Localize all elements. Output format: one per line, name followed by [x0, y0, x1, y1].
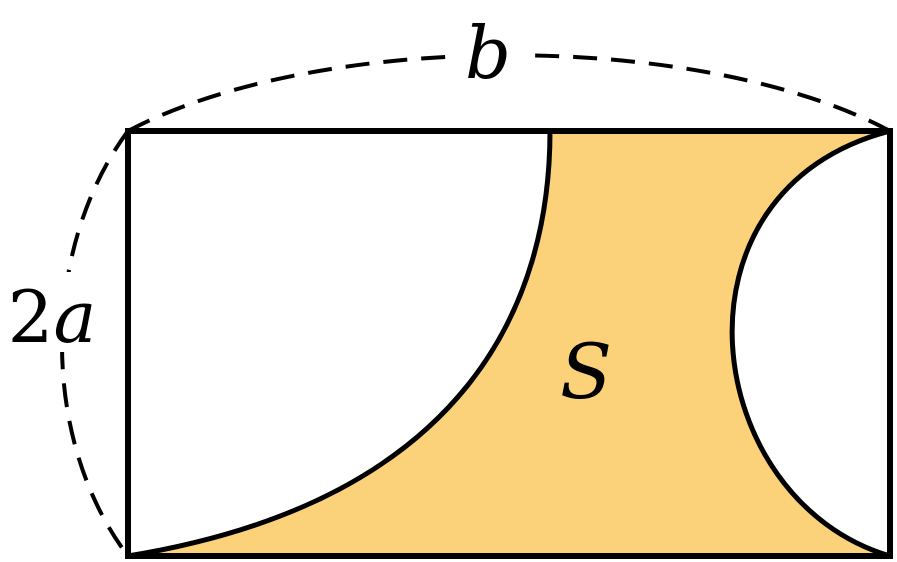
- height-dimension-arc: [60, 129, 130, 558]
- height-label: 2a: [8, 275, 97, 359]
- left-arc: [127, 130, 553, 559]
- width-label: b: [465, 11, 511, 95]
- height-label-variable: a: [53, 275, 96, 359]
- width-label-backdrop: [452, 20, 524, 90]
- shaded-region-label: S: [560, 327, 612, 416]
- height-label-coefficient: 2: [8, 275, 54, 359]
- shaded-region-s: [128, 131, 890, 556]
- height-label-backdrop: [2, 272, 106, 352]
- right-arc: [729, 128, 891, 559]
- rectangle-outline: [125, 128, 893, 559]
